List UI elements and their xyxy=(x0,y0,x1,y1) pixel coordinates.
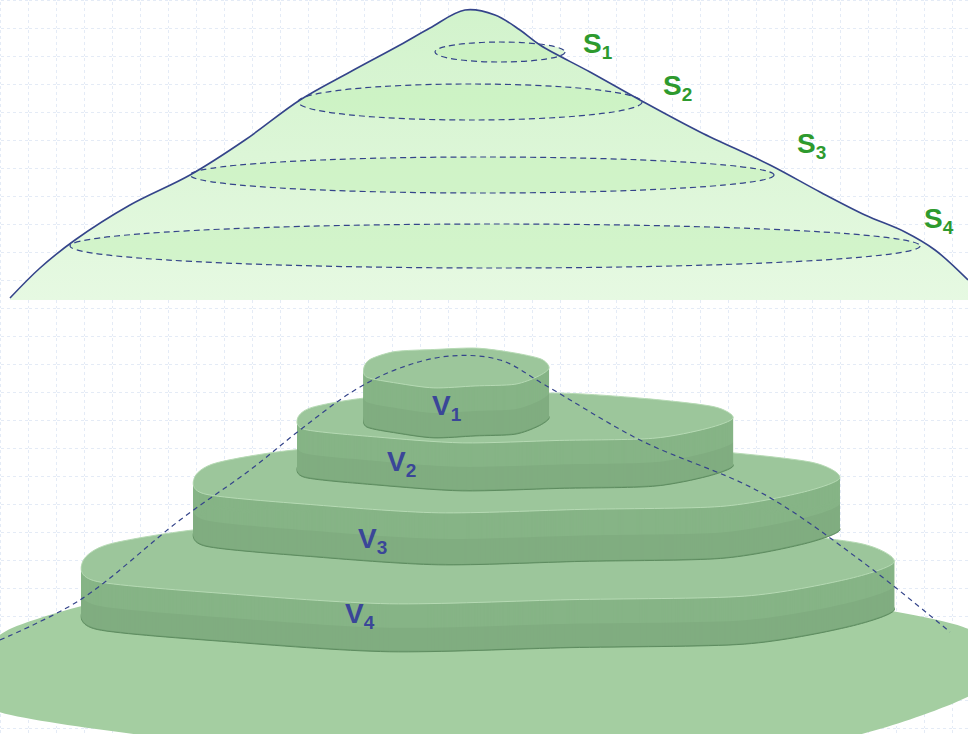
volume-label: V2 xyxy=(387,448,416,480)
mountain-fill xyxy=(10,10,968,300)
mountain-profile xyxy=(10,10,968,300)
volume-label: V1 xyxy=(432,392,461,424)
contour-label: S3 xyxy=(797,130,826,162)
contour-label: S2 xyxy=(663,72,692,104)
mountain-outline xyxy=(10,10,968,298)
contour-label: S4 xyxy=(924,205,953,237)
volume-label: V3 xyxy=(358,525,387,557)
contour-label: S1 xyxy=(583,30,612,62)
stepped-volumes xyxy=(0,348,968,734)
contour-line xyxy=(190,157,774,193)
contour-line xyxy=(70,224,920,268)
projected-profile xyxy=(0,355,950,640)
contour-line xyxy=(435,42,565,62)
contour-line xyxy=(298,84,642,120)
volume-slab xyxy=(364,348,550,438)
volume-label: V4 xyxy=(345,600,374,632)
slab-top xyxy=(364,348,550,388)
